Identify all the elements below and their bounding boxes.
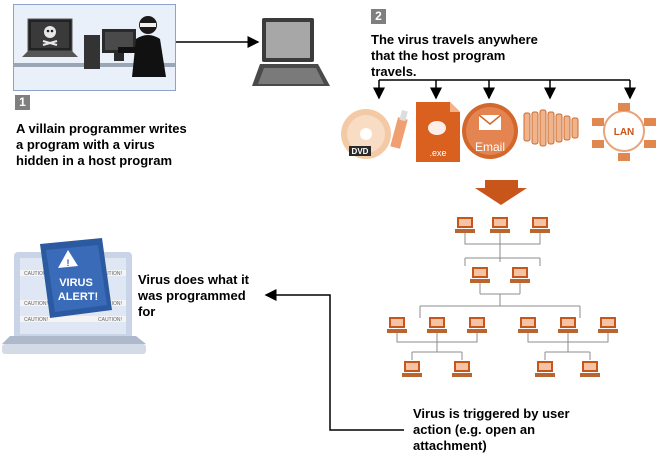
virus-alert-laptop-icon: CAUTION! CAUTION! CAUTION! CAUTION! CAUT… — [2, 238, 146, 354]
caution-tape-text: CAUTION! — [98, 271, 122, 277]
caution-tape-text: CAUTION! — [24, 317, 48, 323]
step-2-description: The virus travels anywhere that the host… — [371, 32, 571, 80]
step-1-line: hidden in a host program — [16, 153, 173, 168]
network-tree-lines — [396, 233, 609, 360]
lan-icon: LAN — [592, 103, 656, 161]
network-computer-icon — [580, 361, 600, 377]
email-icon: Email — [462, 103, 518, 159]
host-laptop-icon — [252, 18, 330, 86]
network-computer-icon — [535, 361, 555, 377]
network-link — [464, 233, 541, 245]
spread-arrow — [475, 180, 527, 205]
network-computer-icon — [427, 317, 447, 333]
dvd-label: DVD — [352, 147, 369, 156]
network-computer-icon — [518, 317, 538, 333]
caution-tape-text: CAUTION! — [24, 301, 48, 307]
trigger-line: Virus is triggered by user — [413, 406, 570, 421]
step-2-line: The virus travels anywhere — [371, 32, 538, 47]
villain-image-frame — [13, 4, 176, 91]
villain-illustration — [14, 16, 175, 77]
lan-label: LAN — [614, 127, 635, 138]
dvd-icon: DVD — [341, 109, 391, 159]
outcome-description: Virus does what it was programmed for — [138, 272, 278, 320]
network-tree — [387, 217, 618, 377]
network-cable-icon — [523, 109, 579, 147]
outcome-line: Virus does what it — [138, 272, 250, 287]
caution-tape-text: CAUTION! — [24, 271, 48, 277]
caution-tape-text: CAUTION! — [98, 317, 122, 323]
network-computer-icon — [455, 217, 475, 233]
outcome-line: was programmed — [138, 288, 246, 303]
network-computer-icon — [467, 317, 487, 333]
step-1-line: a program with a virus — [16, 137, 155, 152]
trigger-line: action (e.g. open an — [413, 422, 536, 437]
network-computer-icon — [558, 317, 578, 333]
virus-alert-line: ALERT! — [58, 291, 98, 303]
step-1-badge: 1 — [15, 95, 30, 110]
usb-drive-icon — [390, 110, 408, 149]
email-label: Email — [475, 140, 505, 154]
arrow-trigger-to-outcome — [264, 289, 404, 431]
network-computer-icon — [530, 217, 550, 233]
network-computer-icon — [490, 217, 510, 233]
exe-label: .exe — [429, 148, 446, 158]
network-computer-icon — [402, 361, 422, 377]
network-computer-icon — [470, 267, 490, 283]
step-1-line: A villain programmer writes — [16, 121, 187, 136]
trigger-line: attachment) — [413, 438, 487, 453]
step-2-badge: 2 — [371, 9, 386, 24]
virus-alert-line: VIRUS — [59, 277, 93, 289]
step-2-line: travels. — [371, 64, 417, 79]
svg-text:!: ! — [67, 258, 70, 268]
network-computer-icon — [452, 361, 472, 377]
step-2-line: that the host program — [371, 48, 506, 63]
step-1-description: A villain programmer writes a program wi… — [16, 121, 216, 169]
trigger-description: Virus is triggered by user action (e.g. … — [413, 406, 613, 454]
network-computer-icon — [510, 267, 530, 283]
exe-file-icon: .exe — [416, 102, 460, 162]
outcome-line: for — [138, 304, 156, 319]
network-computer-icon — [598, 317, 618, 333]
network-computer-icon — [387, 317, 407, 333]
